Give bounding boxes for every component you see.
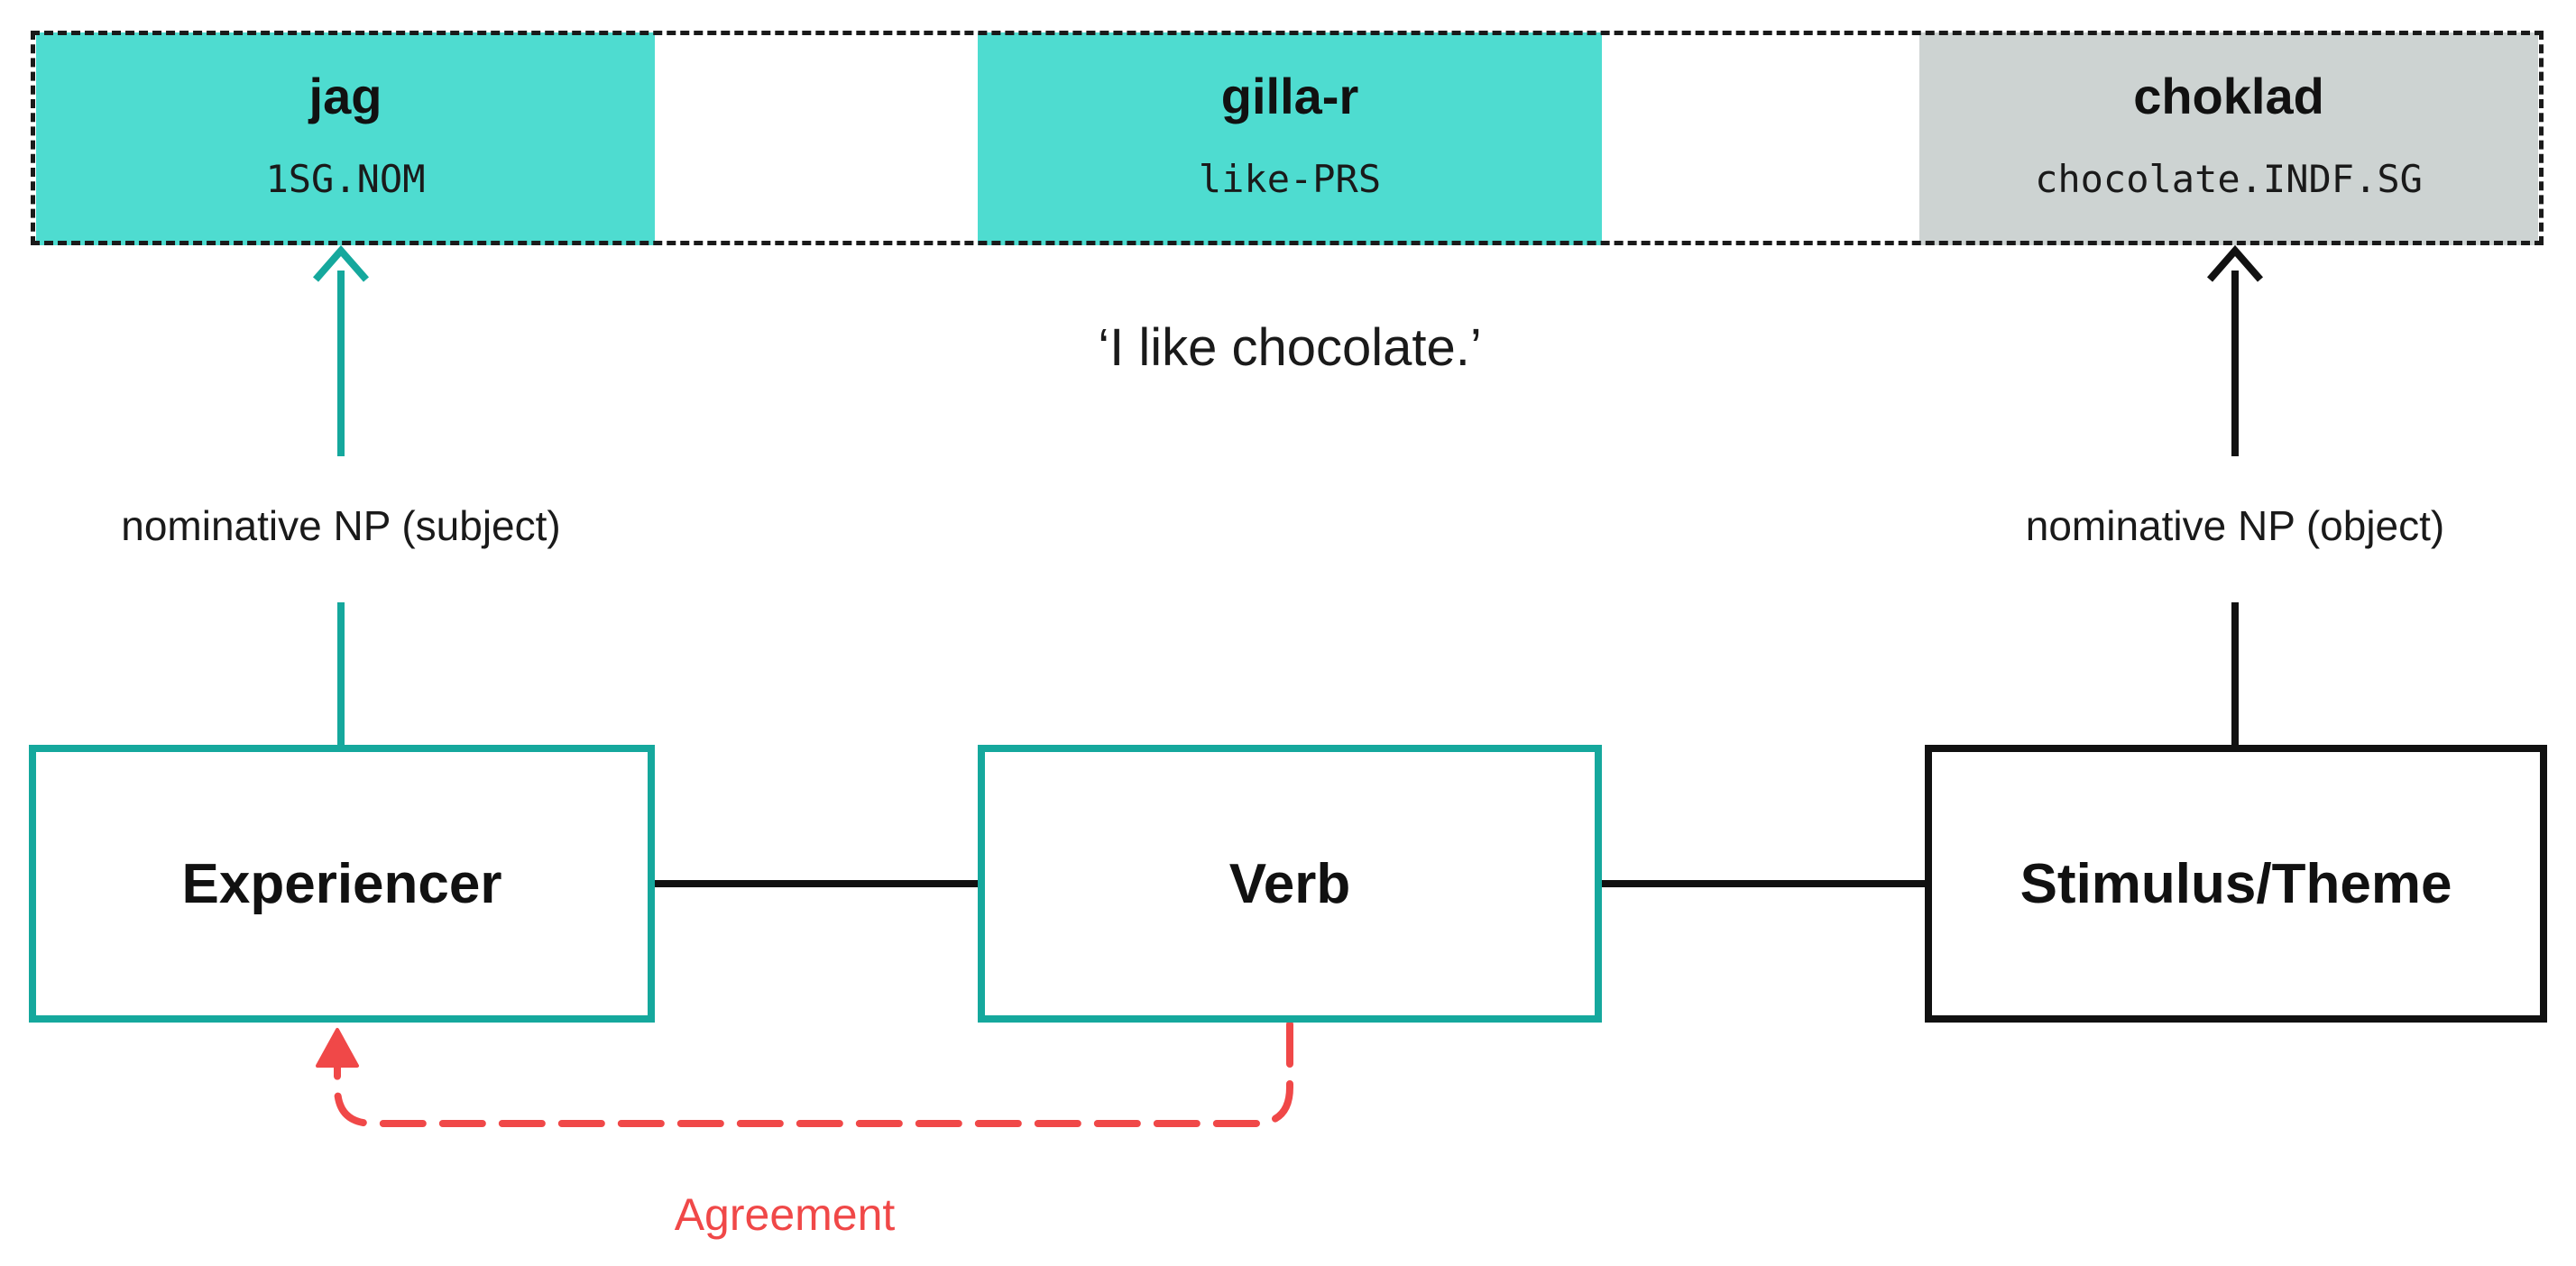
subject-arrowhead: [312, 244, 370, 282]
subject-label: nominative NP (subject): [121, 502, 561, 549]
sentence-frame: [31, 31, 2544, 245]
word-box-choklad: choklad chocolate.INDF.SG: [1919, 32, 2538, 245]
word-box-jag: jag 1SG.NOM: [36, 32, 655, 245]
word-form: choklad: [2133, 68, 2324, 124]
object-label: nominative NP (object): [2025, 502, 2445, 549]
word-form: gilla-r: [1220, 68, 1359, 124]
agreement-label: Agreement: [674, 1189, 896, 1240]
object-arrowhead: [2206, 244, 2264, 282]
word-box-gilla-r: gilla-r like-PRS: [978, 32, 1602, 245]
agreement-arrowhead: [316, 1028, 359, 1068]
word-gloss: 1SG.NOM: [265, 157, 426, 201]
word-gloss: like-PRS: [1198, 157, 1382, 201]
word-gloss: chocolate.INDF.SG: [2035, 157, 2423, 201]
stimulus-theme-box: Stimulus/Theme: [1925, 745, 2547, 1023]
experiencer-box: Experiencer: [29, 745, 655, 1023]
verb-box: Verb: [978, 745, 1602, 1023]
translation: ‘I like chocolate.’: [1098, 318, 1482, 377]
agreement-path: [334, 1021, 1293, 1127]
word-form: jag: [308, 68, 382, 124]
